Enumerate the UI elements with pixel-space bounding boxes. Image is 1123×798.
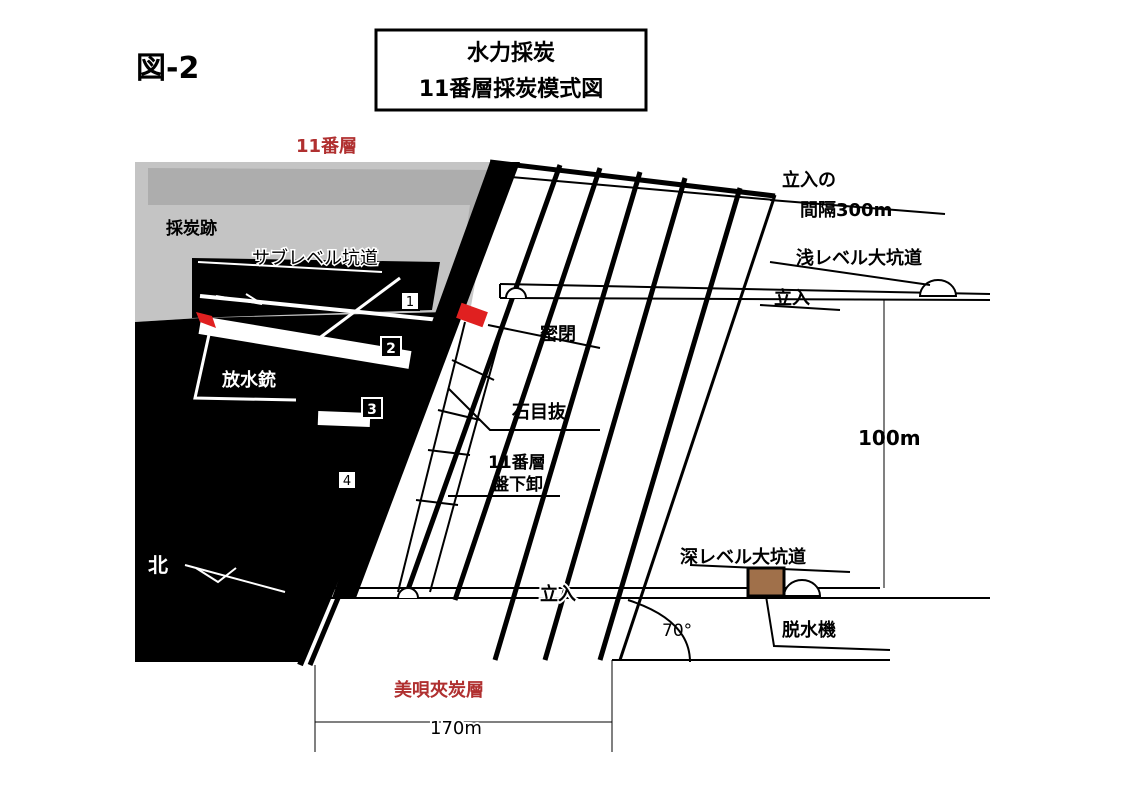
seal-leader	[487, 324, 601, 349]
seam-line-4	[542, 177, 688, 661]
seam-top-line-1	[489, 159, 776, 199]
deep-drift-arch	[782, 579, 822, 597]
seam-11-below-label-1: 11番層	[488, 453, 546, 473]
dewatering-label: 脱水機	[782, 619, 836, 641]
seam-line-6	[618, 194, 777, 661]
level-box-1: 1	[400, 291, 420, 311]
angle-arc	[627, 599, 691, 663]
shaft-interval-label-1: 立入の	[782, 169, 836, 191]
seam-line-3	[492, 171, 643, 661]
level-box-4: 4	[337, 470, 357, 490]
shallow-drift-arch	[918, 279, 958, 297]
dewater-leader	[765, 595, 891, 651]
upper-crosscut-leader	[759, 304, 841, 311]
upper-crosscut-top	[499, 283, 991, 295]
level-number-4: 4	[343, 474, 351, 489]
white-drift-3	[317, 411, 371, 427]
crosscut-rungs	[415, 359, 495, 506]
upper-shaft-arch	[505, 287, 527, 299]
mined-area-label: 採炭跡	[166, 218, 217, 239]
seam-top-line-2	[499, 175, 776, 201]
seal-marker	[456, 302, 488, 328]
level-number-1: 1	[406, 295, 414, 310]
upper-crosscut-label: 立入	[774, 287, 810, 309]
lower-crosscut-label: 立入	[540, 583, 576, 605]
figure-label: 図-2	[136, 51, 199, 86]
seam-11-below-label-2: 盤下卸	[492, 474, 543, 495]
sublevel-leader-1	[309, 276, 401, 347]
width-label: 170m	[430, 718, 482, 739]
north-label: 北	[148, 553, 168, 577]
water-cannon-nozzle	[196, 312, 216, 328]
water-cannon-label: 放水銃	[221, 369, 276, 391]
shallow-drift-leader	[769, 261, 931, 286]
level-box-3: 3	[361, 397, 383, 419]
north-arrow	[184, 564, 286, 593]
flow-arrow	[215, 293, 263, 305]
height-label: 100m	[858, 426, 921, 450]
interval-leader	[769, 199, 946, 215]
sublevel-drift-label: サブレベル坑道	[252, 247, 378, 269]
seam-line-1	[402, 164, 563, 599]
crosscut-leader	[447, 387, 600, 431]
seam-band-1	[332, 162, 520, 598]
level-number-2: 2	[386, 341, 396, 357]
seam-line-5	[597, 187, 743, 661]
lower-shaft-arch	[397, 587, 419, 599]
level-number-3: 3	[367, 402, 377, 418]
dewatering-machine	[746, 566, 786, 598]
seam-line-2	[452, 167, 603, 601]
shallow-drift-label: 浅レベル大坑道	[796, 247, 922, 269]
angle-label: 70°	[662, 621, 692, 641]
title-line2: 11番層採炭模式図	[419, 76, 604, 102]
upper-crosscut-bottom	[499, 297, 991, 301]
level-box-2: 2	[380, 336, 402, 358]
crosscut-incline-left	[397, 321, 466, 593]
title-box	[374, 28, 648, 112]
sublevel-leader-2	[197, 261, 383, 273]
deep-drift-label: 深レベル大坑道	[680, 546, 806, 568]
shaft-interval-label-2: 間隔300m	[800, 200, 892, 221]
water-cannon-leader	[193, 329, 297, 402]
seal-label: 密閉	[540, 323, 576, 345]
crosscut-incline-right	[429, 299, 511, 593]
bibai-seam-label: 美唄夾炭層	[394, 679, 484, 701]
upper-drift	[148, 168, 495, 312]
crosscut-label: 石目抜	[511, 401, 567, 423]
seam-11-label: 11番層	[296, 136, 357, 157]
white-drift-2	[198, 316, 412, 369]
title-line1: 水力採炭	[467, 40, 555, 66]
